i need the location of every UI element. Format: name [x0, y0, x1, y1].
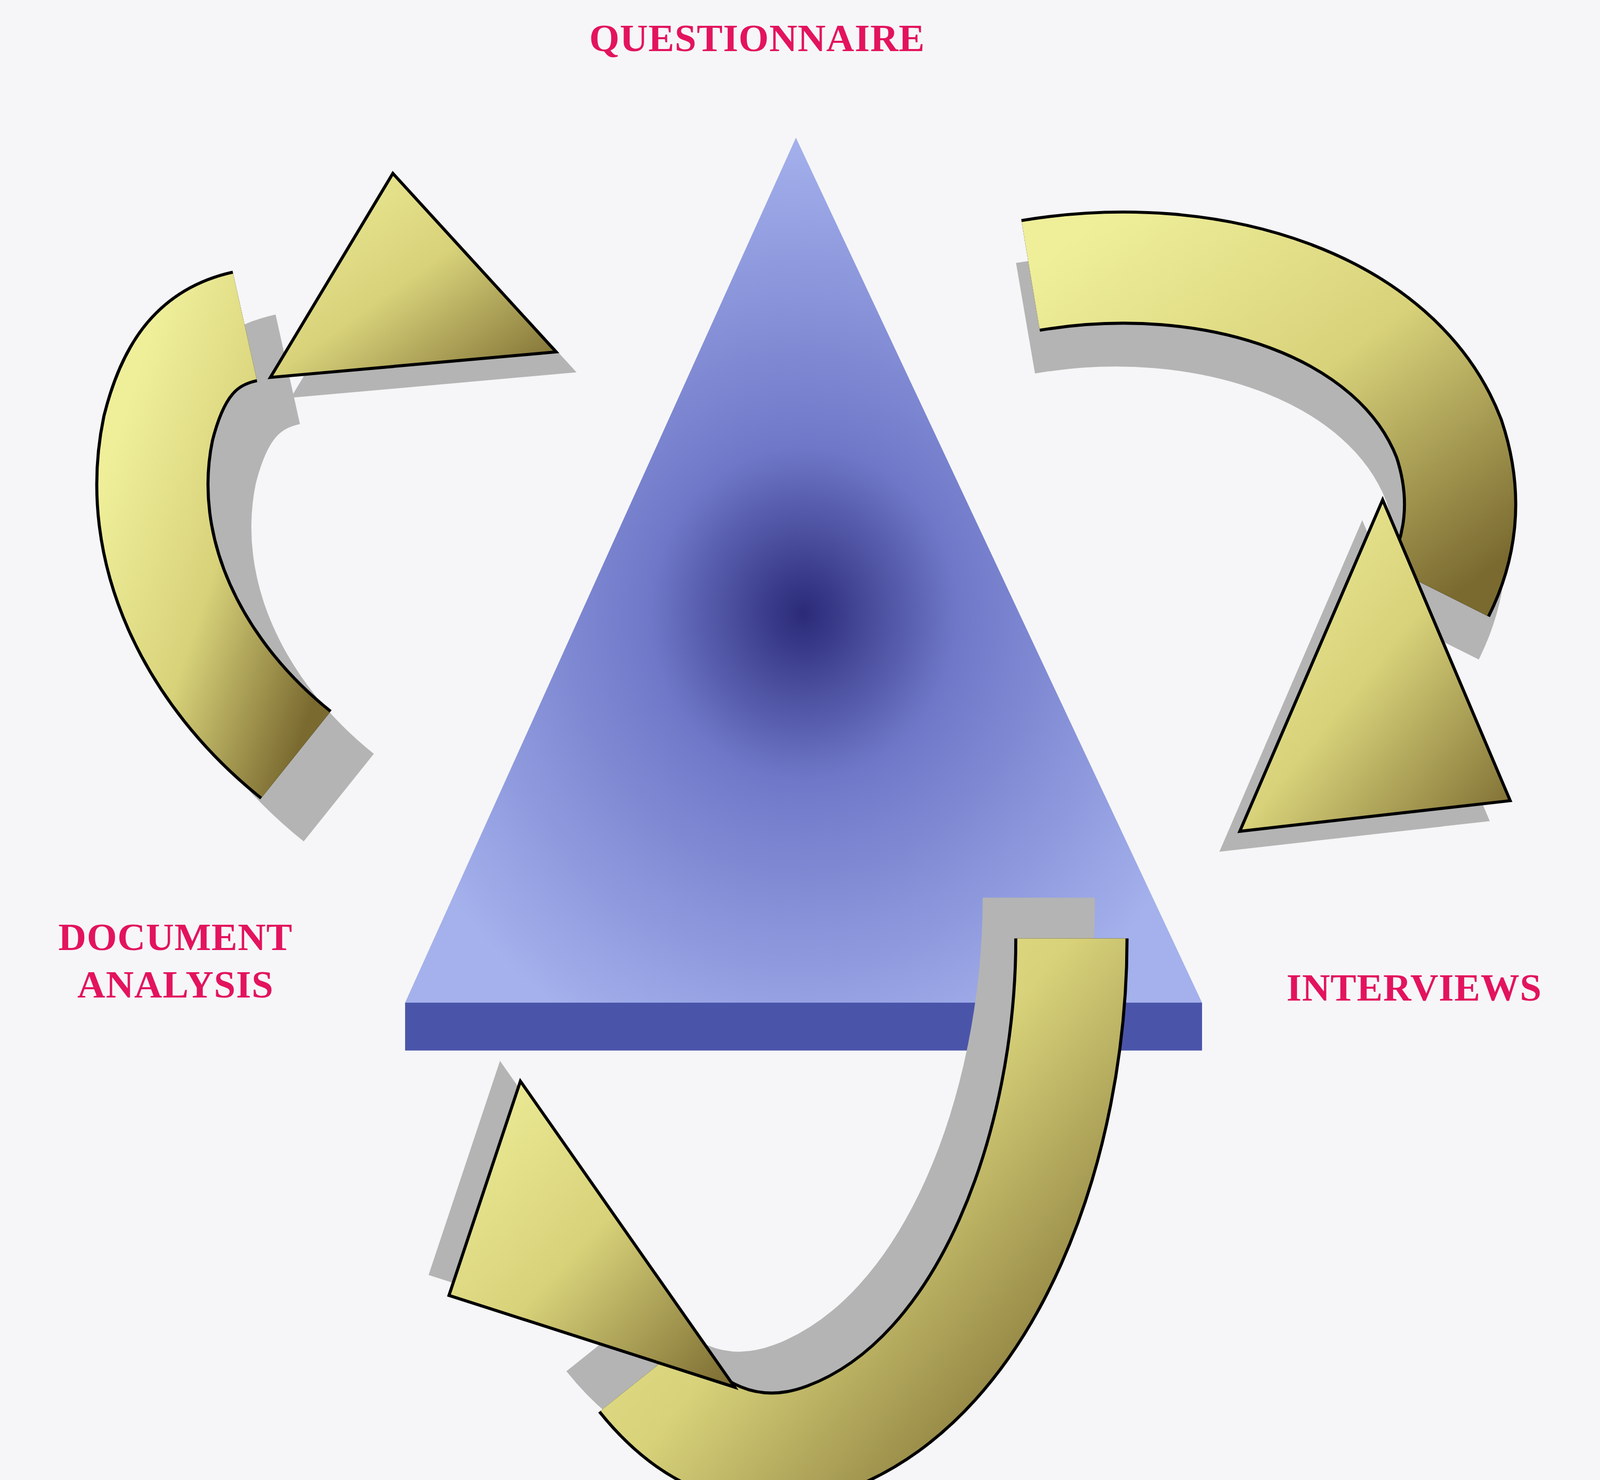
- method-label: QUESTIONNAIRE: [550, 14, 964, 62]
- cycle-arrow: [428, 897, 1072, 1449]
- method-label: DOCUMENT ANALYSIS: [10, 913, 341, 1008]
- cycle-arrow: [1025, 267, 1511, 853]
- cycle-arrow: [152, 173, 577, 798]
- method-label: INTERVIEWS: [1243, 964, 1585, 1012]
